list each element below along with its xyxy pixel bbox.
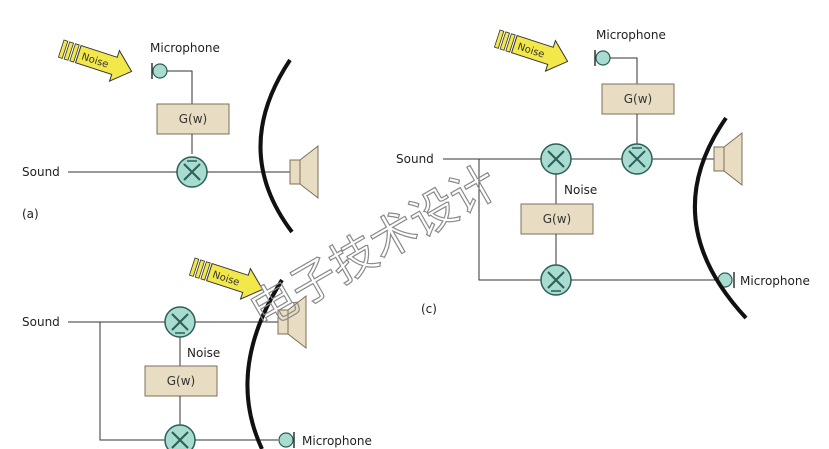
speaker-icon xyxy=(277,294,307,350)
barrier-curve-b xyxy=(245,278,284,449)
node-noise-label-b: Noise xyxy=(187,346,220,360)
sound-label-a: Sound xyxy=(22,165,60,179)
summing-junction-a xyxy=(176,156,208,188)
filter-block-c-middle xyxy=(520,203,594,235)
speaker-icon xyxy=(289,144,319,200)
diagram-a: Noise Microphone G(w) Sound (a) xyxy=(22,39,319,234)
summing-junction-b-bottom xyxy=(164,424,196,449)
barrier-curve-c xyxy=(692,116,748,320)
panel-label-a: (a) xyxy=(22,207,39,221)
summing-junction-c-bottom xyxy=(540,264,572,296)
barrier-curve-a xyxy=(258,58,294,234)
node-noise-label-c: Noise xyxy=(564,183,597,197)
watermark-text: 电子技术设计 xyxy=(241,155,507,340)
sound-label-c: Sound xyxy=(396,152,434,166)
filter-label-a: G(w) xyxy=(179,112,207,126)
microphone-label-a: Microphone xyxy=(150,41,220,55)
summing-junction-c-right xyxy=(621,143,653,175)
speaker-icon xyxy=(713,131,743,187)
noise-arrow-c: Noise xyxy=(493,29,569,72)
filter-block-c-top xyxy=(601,83,675,115)
sound-label-b: Sound xyxy=(22,315,60,329)
microphone-label-b: Microphone xyxy=(302,434,372,448)
panel-label-c: (c) xyxy=(421,302,437,316)
filter-label-c-top: G(w) xyxy=(624,92,652,106)
filter-label-b: G(w) xyxy=(167,374,195,388)
microphone-icon xyxy=(151,63,168,79)
noise-arrow-a: Noise xyxy=(57,39,133,82)
microphone-top-label-c: Microphone xyxy=(596,28,666,42)
microphone-icon xyxy=(594,50,611,66)
summing-junction-c-left xyxy=(540,143,572,175)
filter-block-b xyxy=(144,365,218,397)
noise-arrow-b: Noise xyxy=(188,257,264,300)
microphone-icon xyxy=(278,432,295,448)
diagram-c: Noise Microphone G(w) Sound xyxy=(396,28,810,320)
summing-junction-b-top xyxy=(164,306,196,338)
microphone-right-label-c: Microphone xyxy=(740,274,810,288)
filter-block-a xyxy=(156,103,230,135)
filter-label-c-middle: G(w) xyxy=(543,212,571,226)
diagram-b: Noise Sound Noise G(w) xyxy=(22,257,372,449)
